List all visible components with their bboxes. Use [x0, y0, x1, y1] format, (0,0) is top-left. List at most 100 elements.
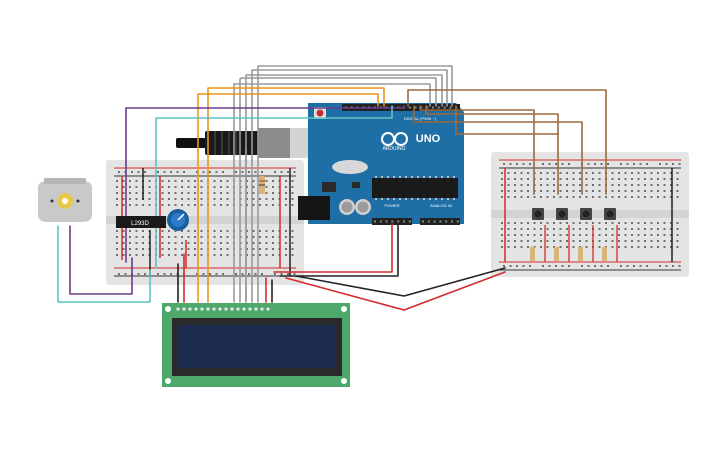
- mcu-pin: [411, 176, 413, 178]
- breadboard-rail-hole: [170, 171, 172, 173]
- header-pin: [408, 220, 411, 223]
- breadboard-rail-hole: [293, 273, 296, 275]
- breadboard-hole: [566, 178, 568, 180]
- resistor-icon: [554, 247, 559, 261]
- breadboard-hole: [220, 248, 222, 250]
- breadboard-hole: [226, 242, 229, 244]
- breadboard-hole: [194, 192, 196, 194]
- lcd-pin: [260, 307, 264, 311]
- breadboard-rail-hole: [235, 171, 237, 173]
- breadboard-hole: [663, 222, 666, 224]
- breadboard-hole: [572, 240, 575, 242]
- breadboard-hole: [676, 222, 679, 224]
- breadboard-rail-hole: [144, 273, 146, 275]
- breadboard-hole: [670, 184, 672, 186]
- pushbutton-3[interactable]: [580, 208, 592, 220]
- breadboard-rail-hole: [287, 171, 289, 173]
- header-pin: [374, 220, 376, 223]
- breadboard-rail-hole: [516, 265, 518, 267]
- breadboard-hole: [291, 186, 294, 188]
- breadboard-hole: [194, 186, 196, 188]
- breadboard-hole: [657, 172, 659, 174]
- breadboard-rail-hole: [235, 273, 237, 275]
- breadboard-hole: [579, 172, 581, 174]
- potentiometer[interactable]: [167, 209, 189, 231]
- breadboard-hole: [657, 178, 659, 180]
- breadboard-rail-hole: [241, 273, 244, 275]
- breadboard-hole: [213, 198, 216, 200]
- breadboard-hole: [246, 192, 248, 194]
- breadboard-rail-hole: [600, 265, 603, 267]
- breadboard-hole: [527, 246, 529, 248]
- breadboard-rail-hole: [639, 265, 642, 267]
- mcu-pin: [375, 176, 377, 178]
- lcd-pin: [230, 307, 234, 311]
- breadboard-hole: [259, 254, 261, 256]
- breadboard-hole: [559, 172, 562, 174]
- breadboard-hole: [174, 198, 177, 200]
- motor-driver-label: L293D: [131, 221, 149, 227]
- breadboard-hole: [122, 192, 125, 194]
- breadboard-hole: [650, 184, 653, 186]
- breadboard-hole: [676, 178, 679, 180]
- breadboard-hole: [246, 248, 248, 250]
- wire-brown-4: [407, 89, 607, 195]
- breadboard-hole: [187, 180, 190, 182]
- breadboard-hole: [631, 246, 633, 248]
- breadboard-hole: [579, 240, 581, 242]
- breadboard-hole: [135, 254, 138, 256]
- breadboard-hole: [514, 196, 516, 198]
- breadboard-hole: [650, 228, 653, 230]
- breadboard-hole: [291, 204, 294, 206]
- breadboard-hole: [181, 242, 183, 244]
- breadboard-rail-hole: [202, 171, 205, 173]
- wire-red-power: [273, 223, 393, 273]
- wire-black-ground: [279, 223, 399, 277]
- right-resistors: [530, 247, 607, 261]
- breadboard-hole: [213, 242, 216, 244]
- pushbutton-4[interactable]: [604, 208, 616, 220]
- breadboard-hole: [116, 204, 118, 206]
- breadboard-rail-hole: [555, 163, 557, 165]
- wire-gray-1: [239, 77, 437, 303]
- breadboard-hole: [527, 228, 529, 230]
- breadboard-hole: [200, 242, 203, 244]
- breadboard-hole: [200, 248, 203, 250]
- header-pin: [385, 220, 388, 223]
- header-pin: [427, 220, 430, 223]
- breadboard-hole: [129, 230, 131, 232]
- breadboard-hole: [291, 242, 294, 244]
- power-pins-label: POWER: [384, 203, 399, 208]
- breadboard-hole: [657, 190, 659, 192]
- pushbutton-1[interactable]: [532, 208, 544, 220]
- breadboard-hole: [135, 204, 138, 206]
- breadboard-hole: [644, 240, 646, 242]
- breadboard-hole: [650, 240, 653, 242]
- breadboard-rail-hole: [659, 163, 661, 165]
- arduino-brand-label: ARDUINO: [382, 146, 405, 152]
- breadboard-hole: [572, 190, 575, 192]
- breadboard-hole: [644, 172, 646, 174]
- breadboard-hole: [579, 196, 581, 198]
- lcd-pin: [254, 307, 258, 311]
- breadboard-hole: [187, 230, 190, 232]
- pushbutton-2[interactable]: [556, 208, 568, 220]
- breadboard-hole: [514, 222, 516, 224]
- breadboard-hole: [585, 240, 588, 242]
- breadboard-hole: [611, 172, 614, 174]
- breadboard-hole: [168, 186, 170, 188]
- header-pin: [437, 106, 440, 109]
- breadboard-hole: [618, 190, 620, 192]
- breadboard-hole: [181, 204, 183, 206]
- motor-driver-chip: L293D: [116, 216, 166, 228]
- breadboard-hole: [259, 204, 261, 206]
- breadboard-hole: [514, 240, 516, 242]
- breadboard-hole: [116, 248, 118, 250]
- breadboard-hole: [246, 204, 248, 206]
- breadboard-hole: [122, 236, 125, 238]
- breadboard-hole: [572, 178, 575, 180]
- breadboard-rail-hole: [157, 171, 159, 173]
- breadboard-hole: [663, 196, 666, 198]
- breadboard-rail-hole: [620, 163, 622, 165]
- breadboard-hole: [501, 196, 503, 198]
